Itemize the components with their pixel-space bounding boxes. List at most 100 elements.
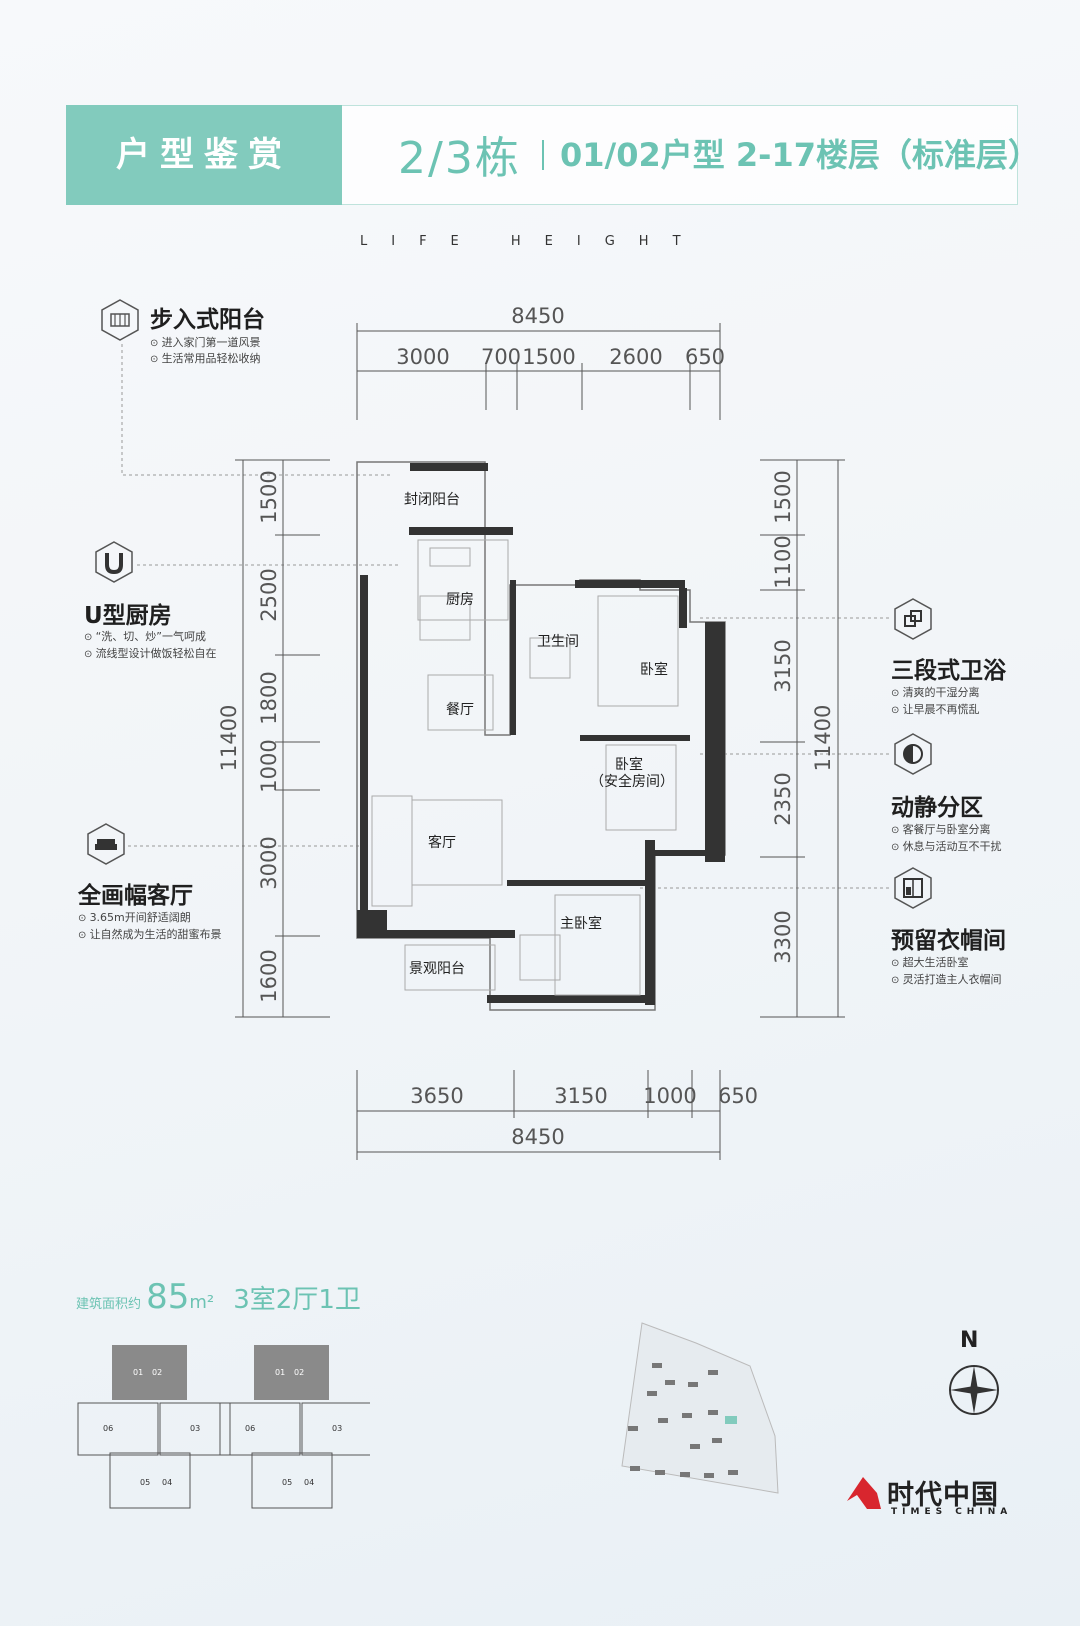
building-key-plans: 01 02 03 04 05 06 01 02 03 04 05 06 [77,1345,370,1509]
dim-right-total: 11400 [811,705,835,772]
leader-lines [121,344,890,889]
dim-left: 1500 [257,470,281,523]
bath-icon [894,598,932,640]
half-circle-icon [894,733,932,775]
feature-wardrobe [891,866,935,914]
dim-left: 3000 [257,836,281,889]
unit-label: 03 [190,1424,200,1433]
feature-zoning [891,732,935,780]
feature-walkin-balcony: 步入式阳台 进入家门第一道风景 生活常用品轻松收纳 [98,298,265,365]
unit-label: 02 [152,1368,162,1377]
plan-walls [356,461,726,1011]
area-approx: 约 [128,1297,142,1312]
feature-line: 让早晨不再慌乱 [891,701,980,717]
tagline: LIFE HEIGHT [360,234,705,249]
unit-label: 01 [133,1368,143,1377]
room-label: 餐厅 [446,702,474,718]
dim-top: 1500 [522,345,575,369]
dim-top-total: 8450 [511,304,564,328]
room-label: 景观阳台 [409,961,465,977]
dim-top: 650 [685,345,725,369]
unit-label: 06 [245,1424,255,1433]
room-label: 卫生间 [537,634,579,650]
key-plan-left: 01 02 03 04 05 06 [77,1345,231,1509]
sofa-icon [87,823,125,865]
feature-line: 进入家门第一道风景 [150,334,261,350]
plan-furniture [371,539,679,996]
compass-icon [949,1365,999,1415]
room-label: 厨房 [446,592,474,608]
feature-line: 灵活打造主人衣帽间 [891,971,1002,987]
unit-label: 04 [162,1478,172,1487]
u-kitchen-icon [95,541,133,583]
room-label: 主卧室 [560,915,602,932]
unit-info: 01/02户型 2-17楼层（标准层） [560,136,1040,174]
feature-title: 动静分区 [891,795,983,821]
dim-left-total: 11400 [217,705,241,772]
area-value: 85 [146,1277,190,1317]
room-label: 卧室 [615,756,643,773]
unit-label: 05 [140,1478,150,1487]
dim-left: 1600 [257,949,281,1002]
feature-living-room [84,822,128,870]
feature-title: 步入式阳台 [150,307,265,333]
room-label: 客厅 [428,834,456,851]
unit-label: 05 [282,1478,292,1487]
building-title: 2/3栋 [398,133,521,184]
dim-right: 2350 [771,772,795,825]
feature-line: 流线型设计做饭轻松自在 [84,645,217,661]
unit-label: 01 [275,1368,285,1377]
dim-bottom: 1000 [643,1084,696,1108]
dim-bottom-total: 8450 [511,1125,564,1149]
logo-en: TIMES CHINA [891,1507,1013,1517]
north-label: N [960,1328,979,1353]
dim-right: 1100 [771,535,795,588]
feature-line: 休息与活动互不干扰 [891,838,1002,854]
unit-label: 04 [304,1478,314,1487]
feature-title: U型厨房 [84,603,172,629]
feature-three-stage-bath [891,597,935,645]
room-label: 封闭阳台 [404,492,460,508]
dim-top: 700 [481,345,521,369]
feature-u-kitchen [92,540,136,588]
dim-right: 1500 [771,470,795,523]
feature-line: “洗、切、炒”一气呵成 [84,628,206,644]
dimension-lines [235,323,845,1160]
feature-line: 让自然成为生活的甜蜜布景 [78,926,222,942]
feature-line: 3.65m开间舒适阔朗 [78,909,191,925]
area-prefix: 建筑面积 [76,1297,129,1312]
feature-line: 超大生活卧室 [891,954,969,970]
area-summary: 建筑面积约 85m² 3室2厅1卫 [76,1277,361,1317]
feature-title: 全画幅客厅 [78,883,193,909]
balcony-icon [101,299,139,341]
unit-label: 02 [294,1368,304,1377]
room-label: 卧室 [640,661,668,678]
header-tab: 户型鉴赏 [66,105,342,205]
room-label: （安全房间） [590,773,674,790]
feature-line: 生活常用品轻松收纳 [150,350,261,366]
feature-line: 清爽的干湿分离 [891,684,980,700]
unit-label: 03 [332,1424,342,1433]
dim-right: 3150 [771,639,795,692]
wardrobe-icon [894,867,932,909]
dim-left: 1000 [257,739,281,792]
dim-right: 3300 [771,910,795,963]
feature-line: 客餐厅与卧室分离 [891,821,991,837]
dim-bottom: 3650 [410,1084,463,1108]
feature-title: 预留衣帽间 [891,928,1006,954]
header-divider [542,140,544,170]
dim-top: 2600 [609,345,662,369]
room-count: 3室2厅1卫 [233,1285,361,1315]
site-plan [621,1322,779,1494]
key-plan-right: 01 02 03 04 05 06 [219,1345,370,1509]
area-unit: m² [189,1292,215,1313]
feature-title: 三段式卫浴 [891,658,1006,684]
dim-bottom: 650 [718,1084,758,1108]
dim-left: 2500 [257,568,281,621]
dim-bottom: 3150 [554,1084,607,1108]
dim-left: 1800 [257,671,281,724]
dimension-labels: 8450 3000 700 1500 2600 650 3650 3150 10… [217,304,835,1149]
logo-cn: 时代中国 [887,1480,999,1511]
room-labels: 封闭阳台 厨房 卫生间 卧室 餐厅 卧室 （安全房间） 客厅 主卧室 景观阳台 [404,492,674,977]
